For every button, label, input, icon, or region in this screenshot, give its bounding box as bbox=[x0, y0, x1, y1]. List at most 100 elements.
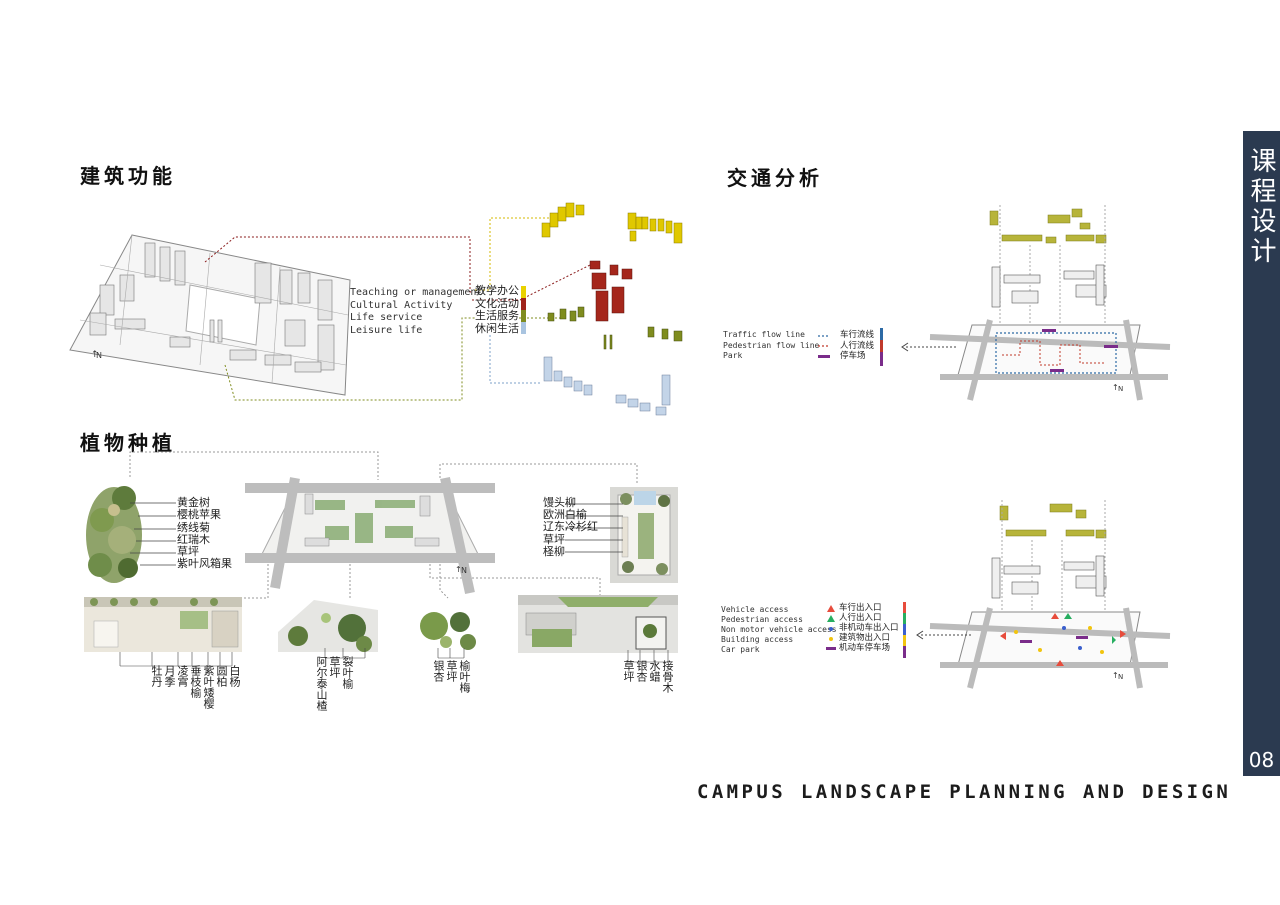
vlabel-1-3: 垂枝榆 bbox=[189, 665, 202, 698]
traffic-legend-2-symbols bbox=[826, 605, 836, 650]
legend-en-teaching: Teaching or management bbox=[350, 287, 483, 298]
traffic-arrow-2 bbox=[916, 630, 971, 640]
page-number: 08 bbox=[1248, 748, 1275, 772]
building-function-exploded-groups bbox=[541, 202, 683, 416]
legend-cn-teaching: 教学办公 bbox=[475, 284, 519, 297]
plant-a-0: 黄金树 bbox=[177, 496, 210, 509]
traffic-legend-1-symbols bbox=[818, 335, 830, 358]
vlabel-4-1: 银杏 bbox=[635, 660, 648, 682]
vlabel-3-1: 草坪 bbox=[445, 660, 458, 682]
traffic-legend-1-color-bar bbox=[880, 328, 883, 366]
planting-vlabels-2: 阿尔泰山楂 草坪 裂叶榆 bbox=[315, 656, 354, 711]
north-arrow-traffic-1: N bbox=[1118, 385, 1123, 393]
legend-en-leisure: Leisure life bbox=[350, 324, 423, 336]
traffic-legend-2-en: Vehicle access Pedestrian access Non mot… bbox=[721, 605, 837, 655]
planting-vlabels-3: 银杏 草坪 榆叶梅 bbox=[432, 660, 471, 693]
traffic-legend-1-cn: 车行流线 人行流线 停车场 bbox=[840, 330, 874, 362]
legend-swatch-leisure bbox=[521, 322, 526, 334]
vlabel-4-3: 接骨木 bbox=[661, 660, 674, 693]
north-arrow-planting: N bbox=[461, 566, 467, 575]
section-title-building-function: 建筑功能 bbox=[80, 164, 176, 188]
north-arrow-1: N bbox=[96, 351, 102, 360]
legend-en-cultural: Cultural Activity bbox=[350, 299, 453, 311]
traffic-legend-2-color-bar bbox=[903, 602, 906, 658]
section-title-planting: 植物种植 bbox=[80, 431, 176, 455]
vlabel-1-1: 月季 bbox=[163, 665, 176, 687]
planting-list-a-leader-lines bbox=[130, 502, 176, 566]
building-function-site-axonometric: N ↑ bbox=[69, 234, 351, 396]
traffic-legend-2-cn-4: 机动车停车场 bbox=[839, 643, 891, 653]
vlabel-1-2: 凌霄 bbox=[176, 665, 189, 687]
traffic-legend-2-cn: 车行出入口 人行出入口 非机动车出入口 建筑物出入口 机动车停车场 bbox=[839, 603, 899, 653]
legend-swatch-teaching bbox=[521, 286, 526, 298]
vlabel-2-0: 阿尔泰山楂 bbox=[315, 656, 328, 711]
traffic-legend-1-cn-2: 停车场 bbox=[840, 351, 866, 361]
sidebar-title: 课程设计 bbox=[1246, 147, 1276, 267]
vlabel-1-5: 圆柏 bbox=[215, 665, 228, 687]
planting-detail-plan-2 bbox=[278, 600, 378, 652]
planting-detail-leaders-4 bbox=[627, 650, 669, 663]
plant-b-3: 草坪 bbox=[543, 532, 565, 546]
svg-text:↑: ↑ bbox=[1112, 383, 1119, 392]
planting-site-plan: ↑ N bbox=[245, 476, 495, 595]
north-arrow-traffic-2: N bbox=[1118, 673, 1123, 681]
planting-detail-leaders-2 bbox=[324, 648, 366, 659]
building-function-legend-en: Teaching or management Cultural Activity… bbox=[350, 287, 482, 337]
vlabel-3-0: 银杏 bbox=[432, 660, 445, 682]
planting-tree-cluster-a bbox=[86, 486, 142, 583]
planting-vlabels-1: 牡丹 月季 凌霄 垂枝榆 紫叶矮樱 圆柏 白杨 bbox=[150, 665, 241, 709]
traffic-access-diagram: ↑ N bbox=[929, 500, 1171, 689]
sidebar: 课程设计 08 bbox=[1243, 131, 1280, 776]
traffic-flow-diagram: ↑ N bbox=[929, 205, 1171, 401]
traffic-legend-1-en: Traffic flow line Pedestrian flow line P… bbox=[723, 330, 819, 362]
traffic-legend-1-cn-0: 车行流线 bbox=[840, 330, 875, 340]
traffic-legend-1-cn-1: 人行流线 bbox=[840, 340, 875, 351]
vlabel-3-2: 榆叶梅 bbox=[458, 660, 471, 693]
legend-en-life-service: Life service bbox=[350, 312, 423, 323]
traffic-legend-2-cn-1: 人行出入口 bbox=[839, 613, 882, 623]
plant-b-0: 馒头柳 bbox=[543, 496, 576, 509]
traffic-arrow-1 bbox=[901, 342, 956, 352]
traffic-legend-2-cn-0: 车行出入口 bbox=[839, 603, 882, 613]
traffic-legend-2-en-3: Building access bbox=[721, 635, 794, 644]
legend-swatch-life-service bbox=[521, 310, 526, 322]
planting-list-b: 馒头柳 欧洲白榆 辽东冷杉红 草坪 柽柳 bbox=[543, 496, 598, 558]
plant-b-1: 欧洲白榆 bbox=[543, 508, 587, 522]
traffic-legend-1-en-0: Traffic flow line bbox=[723, 330, 805, 339]
vlabel-1-4: 紫叶矮樱 bbox=[202, 665, 215, 709]
vlabel-1-0: 牡丹 bbox=[150, 665, 163, 687]
vlabel-4-0: 草坪 bbox=[622, 660, 635, 682]
planting-detail-leaders-3 bbox=[437, 648, 465, 659]
legend-cn-cultural: 文化活动 bbox=[475, 296, 519, 310]
vlabel-2-1: 草坪 bbox=[328, 656, 341, 678]
traffic-legend-1-en-2: Park bbox=[723, 351, 743, 360]
plant-a-5: 紫叶风箱果 bbox=[177, 557, 232, 571]
plant-a-1: 樱桃苹果 bbox=[177, 508, 221, 522]
planting-detail-leaders-1 bbox=[119, 652, 233, 667]
traffic-legend-2-cn-2: 非机动车出入口 bbox=[839, 623, 899, 633]
traffic-legend-2-en-2: Non motor vehicle access bbox=[721, 625, 837, 634]
traffic-legend-2-cn-3: 建筑物出入口 bbox=[839, 633, 891, 643]
building-function-legend-cn: 教学办公 文化活动 生活服务 休闲生活 bbox=[475, 284, 519, 335]
svg-text:↑: ↑ bbox=[455, 565, 462, 574]
planting-detail-plan-1 bbox=[84, 597, 242, 652]
plant-a-3: 红瑞木 bbox=[177, 532, 210, 546]
plant-a-2: 绣线菊 bbox=[177, 520, 210, 534]
planting-list-a: 黄金树 樱桃苹果 绣线菊 红瑞木 草坪 紫叶风箱果 bbox=[177, 496, 232, 571]
planting-detail-plan-3 bbox=[420, 612, 476, 650]
vlabel-4-2: 水蜡 bbox=[648, 660, 661, 682]
planting-list-b-leader-lines bbox=[565, 503, 623, 553]
vlabel-1-6: 白杨 bbox=[228, 665, 241, 687]
planting-courtyard-plan bbox=[610, 487, 678, 583]
plant-b-2: 辽东冷杉红 bbox=[543, 520, 598, 534]
plant-b-4: 柽柳 bbox=[543, 544, 565, 558]
svg-text:↑: ↑ bbox=[1112, 671, 1119, 680]
svg-text:↑: ↑ bbox=[91, 350, 99, 360]
plant-a-4: 草坪 bbox=[177, 545, 199, 559]
legend-cn-life-service: 生活服务 bbox=[475, 309, 519, 322]
traffic-legend-2-en-0: Vehicle access bbox=[721, 605, 789, 614]
traffic-legend-1-en-1: Pedestrian flow line bbox=[723, 340, 820, 350]
footer-title: CAMPUS LANDSCAPE PLANNING AND DESIGN bbox=[697, 781, 1232, 803]
